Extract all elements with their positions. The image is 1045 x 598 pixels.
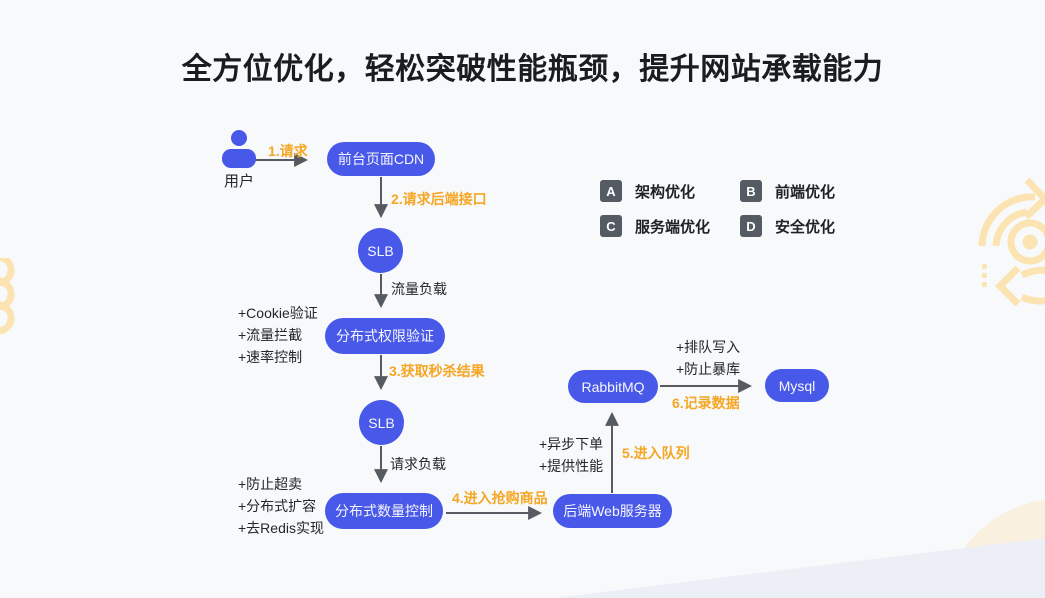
step-3-label: 3.获取秒杀结果 [389, 363, 485, 379]
annotation-line: +去Redis实现 [238, 520, 324, 536]
legend-key-d: D [740, 215, 762, 237]
node-cdn: 前台页面CDN [327, 142, 435, 176]
legend-item-frontend: B 前端优化 [740, 180, 835, 202]
legend-key-b: B [740, 180, 762, 202]
legend-label-server: 服务端优化 [635, 218, 711, 236]
node-web-server: 后端Web服务器 [553, 494, 672, 528]
rings-decoration [0, 258, 15, 335]
annotation-line: +分布式扩容 [238, 498, 317, 514]
annotation-line: +异步下单 [539, 436, 604, 452]
auth-annotations: +Cookie验证 +流量拦截 +速率控制 [238, 302, 318, 368]
node-mysql: Mysql [765, 369, 829, 402]
legend-item-server: C 服务端优化 [600, 215, 710, 237]
annotation-line: +流量拦截 [238, 327, 303, 343]
annotation-line: +速率控制 [238, 349, 303, 365]
node-slb-1: SLB [358, 228, 403, 273]
legend-label-architecture: 架构优化 [635, 183, 696, 201]
request-load-label: 请求负载 [390, 456, 446, 472]
refresh-target-decoration-icon [978, 177, 1045, 307]
annotation-line: +防止超卖 [238, 476, 303, 492]
annotation-line: +提供性能 [539, 458, 604, 474]
legend-label-frontend: 前端优化 [775, 183, 836, 201]
legend-key-a: A [600, 180, 622, 202]
legend-item-architecture: A 架构优化 [600, 180, 695, 202]
legend-key-c: C [600, 215, 622, 237]
node-rabbitmq: RabbitMQ [568, 370, 658, 403]
step-2-label: 2.请求后端接口 [391, 191, 487, 207]
annotation-line: +Cookie验证 [238, 305, 318, 321]
user-icon [222, 130, 256, 168]
step-4-label: 4.进入抢购商品 [452, 490, 548, 506]
db-annotations: +排队写入 +防止暴库 [676, 336, 740, 380]
queue-annotations: +异步下单 +提供性能 [539, 433, 603, 477]
legend-item-security: D 安全优化 [740, 215, 835, 237]
annotation-line: +排队写入 [676, 339, 741, 355]
legend-label-security: 安全优化 [775, 218, 836, 236]
step-6-label: 6.记录数据 [672, 395, 740, 411]
node-slb-2: SLB [359, 400, 404, 445]
page-title: 全方位优化，轻松突破性能瓶颈，提升网站承载能力 [181, 53, 884, 86]
node-auth: 分布式权限验证 [325, 318, 445, 354]
user-label: 用户 [223, 173, 254, 190]
step-5-label: 5.进入队列 [622, 445, 690, 461]
annotation-line: +防止暴库 [676, 361, 741, 377]
step-1-label: 1.请求 [268, 143, 308, 159]
quantity-annotations: +防止超卖 +分布式扩容 +去Redis实现 [238, 473, 324, 539]
traffic-load-label: 流量负载 [391, 281, 447, 297]
node-quantity-control: 分布式数量控制 [325, 493, 443, 529]
